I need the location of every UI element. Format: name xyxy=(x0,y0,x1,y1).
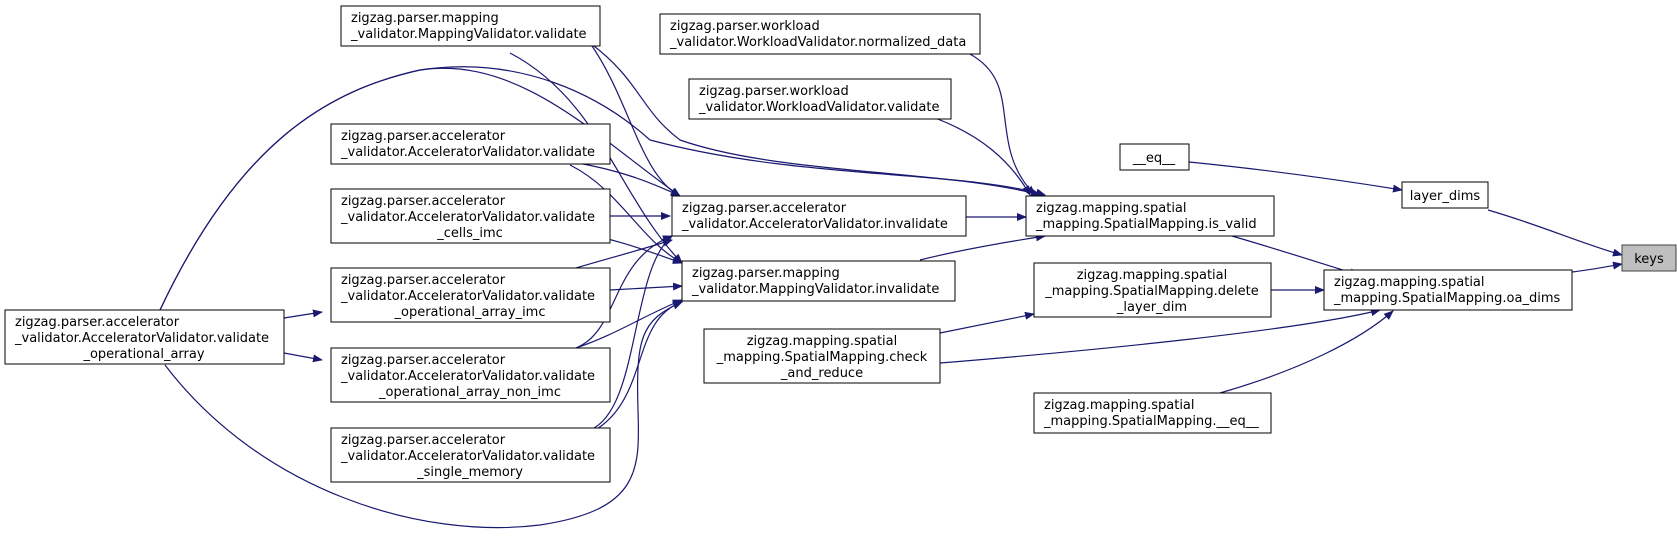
edge-acc-single-memory-to-map-invalidate xyxy=(591,301,683,433)
node-wl-validate-line-1: zigzag.parser.workload xyxy=(699,84,849,99)
edge-map-validate-to-acc-invalidate xyxy=(589,42,681,197)
node-eq-label: __eq__ xyxy=(1132,151,1176,166)
node-keys[interactable]: keys xyxy=(1621,244,1677,272)
node-delete-layer-dim-line-1: zigzag.mapping.spatial xyxy=(1077,268,1228,283)
node-sm-eq[interactable]: zigzag.mapping.spatial _mapping.SpatialM… xyxy=(1033,392,1272,434)
node-acc-validate-line-1: zigzag.parser.accelerator xyxy=(341,129,506,144)
nodes: keys layer_dims zigzag.mapping.spatial _… xyxy=(4,5,1677,483)
node-is-valid-line-1: zigzag.mapping.spatial xyxy=(1036,201,1187,216)
edge-acc-oa-imc-to-map-invalidate xyxy=(609,282,683,291)
node-wl-normalized-data[interactable]: zigzag.parser.workload _validator.Worklo… xyxy=(659,13,981,55)
node-wl-normalized-data-line-1: zigzag.parser.workload xyxy=(670,19,820,34)
node-acc-oa-non-imc-line-3: _operational_array_non_imc xyxy=(378,385,561,400)
edge-acc-oa-non-imc-to-acc-invalidate xyxy=(575,235,673,349)
node-check-and-reduce-line-3: _and_reduce xyxy=(780,366,863,381)
node-acc-oa-line-2: _validator.AcceleratorValidator.validate xyxy=(14,331,269,346)
node-oa-dims-line-1: zigzag.mapping.spatial xyxy=(1334,275,1485,290)
node-wl-validate[interactable]: zigzag.parser.workload _validator.Worklo… xyxy=(688,78,952,120)
node-check-and-reduce-line-2: _mapping.SpatialMapping.check xyxy=(716,350,928,365)
node-eq[interactable]: __eq__ xyxy=(1119,143,1190,171)
node-acc-validate-line-2: _validator.AcceleratorValidator.validate xyxy=(340,145,595,160)
edge-check-and-reduce-to-delete-layer-dim xyxy=(939,311,1035,334)
node-acc-cells-imc-line-3: _cells_imc xyxy=(436,226,503,241)
node-acc-invalidate[interactable]: zigzag.parser.accelerator _validator.Acc… xyxy=(671,195,967,237)
edge-map-invalidate-to-is-valid xyxy=(919,233,1046,261)
edge-layer-dims-to-keys xyxy=(1487,209,1623,257)
node-wl-normalized-data-line-2: _validator.WorkloadValidator.normalized_… xyxy=(669,35,966,50)
node-acc-oa-non-imc-line-1: zigzag.parser.accelerator xyxy=(341,353,506,368)
edge-acc-validate-to-map-invalidate xyxy=(569,164,683,264)
node-acc-oa-imc[interactable]: zigzag.parser.accelerator _validator.Acc… xyxy=(330,267,611,323)
node-sm-eq-line-2: _mapping.SpatialMapping.__eq__ xyxy=(1043,414,1259,429)
node-delete-layer-dim-line-2: _mapping.SpatialMapping.delete xyxy=(1044,284,1259,299)
node-layer-dims[interactable]: layer_dims xyxy=(1401,181,1489,209)
node-acc-oa-line-3: _operational_array xyxy=(82,347,204,362)
edge-acc-single-memory-to-acc-invalidate xyxy=(589,235,673,431)
node-delete-layer-dim[interactable]: zigzag.mapping.spatial _mapping.SpatialM… xyxy=(1033,262,1272,318)
node-acc-validate[interactable]: zigzag.parser.accelerator _validator.Acc… xyxy=(330,123,611,165)
node-acc-oa-non-imc[interactable]: zigzag.parser.accelerator _validator.Acc… xyxy=(330,347,611,403)
node-delete-layer-dim-line-3: _layer_dim xyxy=(1116,300,1187,315)
node-check-and-reduce-line-1: zigzag.mapping.spatial xyxy=(747,334,898,349)
node-map-invalidate-line-2: _validator.MappingValidator.invalidate xyxy=(691,282,939,297)
node-acc-invalidate-line-2: _validator.AcceleratorValidator.invalida… xyxy=(681,217,948,232)
node-is-valid[interactable]: zigzag.mapping.spatial _mapping.SpatialM… xyxy=(1025,195,1275,237)
node-acc-invalidate-line-1: zigzag.parser.accelerator xyxy=(682,201,847,216)
node-oa-dims-line-2: _mapping.SpatialMapping.oa_dims xyxy=(1333,291,1560,306)
node-acc-oa-imc-line-2: _validator.AcceleratorValidator.validate xyxy=(340,289,595,304)
node-map-validate-line-2: _validator.MappingValidator.validate xyxy=(350,27,587,42)
edge-acc-oa-to-acc-oa-imc xyxy=(283,309,323,319)
node-acc-oa-imc-line-1: zigzag.parser.accelerator xyxy=(341,273,506,288)
node-acc-oa-line-1: zigzag.parser.accelerator xyxy=(15,315,180,330)
node-acc-cells-imc-line-2: _validator.AcceleratorValidator.validate xyxy=(340,210,595,225)
node-map-invalidate[interactable]: zigzag.parser.mapping _validator.Mapping… xyxy=(681,260,956,302)
node-acc-cells-imc[interactable]: zigzag.parser.accelerator _validator.Acc… xyxy=(330,188,611,244)
node-wl-validate-line-2: _validator.WorkloadValidator.validate xyxy=(698,100,939,115)
edges xyxy=(159,42,1623,529)
node-acc-single-memory-line-2: _validator.AcceleratorValidator.validate xyxy=(340,449,595,464)
edge-eq-to-layer-dims xyxy=(1188,161,1403,193)
edge-sm-eq-to-oa-dims xyxy=(1219,310,1394,394)
edge-check-and-reduce-to-oa-dims xyxy=(939,308,1381,364)
node-acc-oa-imc-line-3: _operational_array_imc xyxy=(393,305,545,320)
node-map-validate[interactable]: zigzag.parser.mapping _validator.Mapping… xyxy=(340,5,601,47)
node-acc-oa-non-imc-line-2: _validator.AcceleratorValidator.validate xyxy=(340,369,595,384)
node-map-invalidate-line-1: zigzag.parser.mapping xyxy=(692,266,840,281)
edge-acc-oa-to-acc-oa-non-imc xyxy=(283,352,323,363)
edge-oa-dims-to-keys xyxy=(1571,261,1623,273)
edge-acc-oa-to-map-invalidate xyxy=(164,301,683,529)
edge-acc-oa-non-imc-to-map-invalidate xyxy=(575,299,683,349)
edge-acc-oa-imc-to-acc-invalidate xyxy=(575,238,673,269)
node-acc-single-memory[interactable]: zigzag.parser.accelerator _validator.Acc… xyxy=(330,427,611,483)
node-acc-oa[interactable]: zigzag.parser.accelerator _validator.Acc… xyxy=(4,309,285,365)
node-layer-dims-label: layer_dims xyxy=(1410,189,1481,204)
node-keys-label: keys xyxy=(1634,252,1664,267)
node-oa-dims[interactable]: zigzag.mapping.spatial _mapping.SpatialM… xyxy=(1323,269,1573,311)
edge-wl-normalized-to-is-valid xyxy=(967,52,1036,196)
node-acc-single-memory-line-1: zigzag.parser.accelerator xyxy=(341,433,506,448)
node-acc-single-memory-line-3: _single_memory xyxy=(416,465,523,480)
node-sm-eq-line-1: zigzag.mapping.spatial xyxy=(1044,398,1195,413)
node-map-validate-line-1: zigzag.parser.mapping xyxy=(351,11,499,26)
edge-wl-validate-to-is-valid xyxy=(934,117,1031,196)
node-check-and-reduce[interactable]: zigzag.mapping.spatial _mapping.SpatialM… xyxy=(703,328,941,384)
node-is-valid-line-2: _mapping.SpatialMapping.is_valid xyxy=(1035,217,1257,232)
node-acc-cells-imc-line-1: zigzag.parser.accelerator xyxy=(341,194,506,209)
